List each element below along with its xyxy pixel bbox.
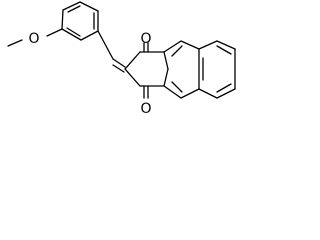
top-carbonyl-oxygen-label: O: [140, 31, 151, 47]
aryl-ether-bond: [46, 28, 63, 37]
indanedione-ring: [124, 51, 169, 87]
methyl-bond: [7, 39, 23, 47]
chemical-structure: O O O: [7, 1, 236, 117]
fused-middle-ring: [163, 40, 200, 99]
structure-canvas: O O O: [7, 1, 236, 117]
exocyclic-double-bond: [112, 58, 126, 68]
benzyl-bond: [97, 30, 114, 60]
bottom-carbonyl-oxygen-label: O: [140, 101, 151, 117]
methoxyphenyl-ring: [61, 1, 99, 41]
methoxy-oxygen-label: O: [28, 31, 39, 47]
benzo-ring: [198, 40, 236, 99]
